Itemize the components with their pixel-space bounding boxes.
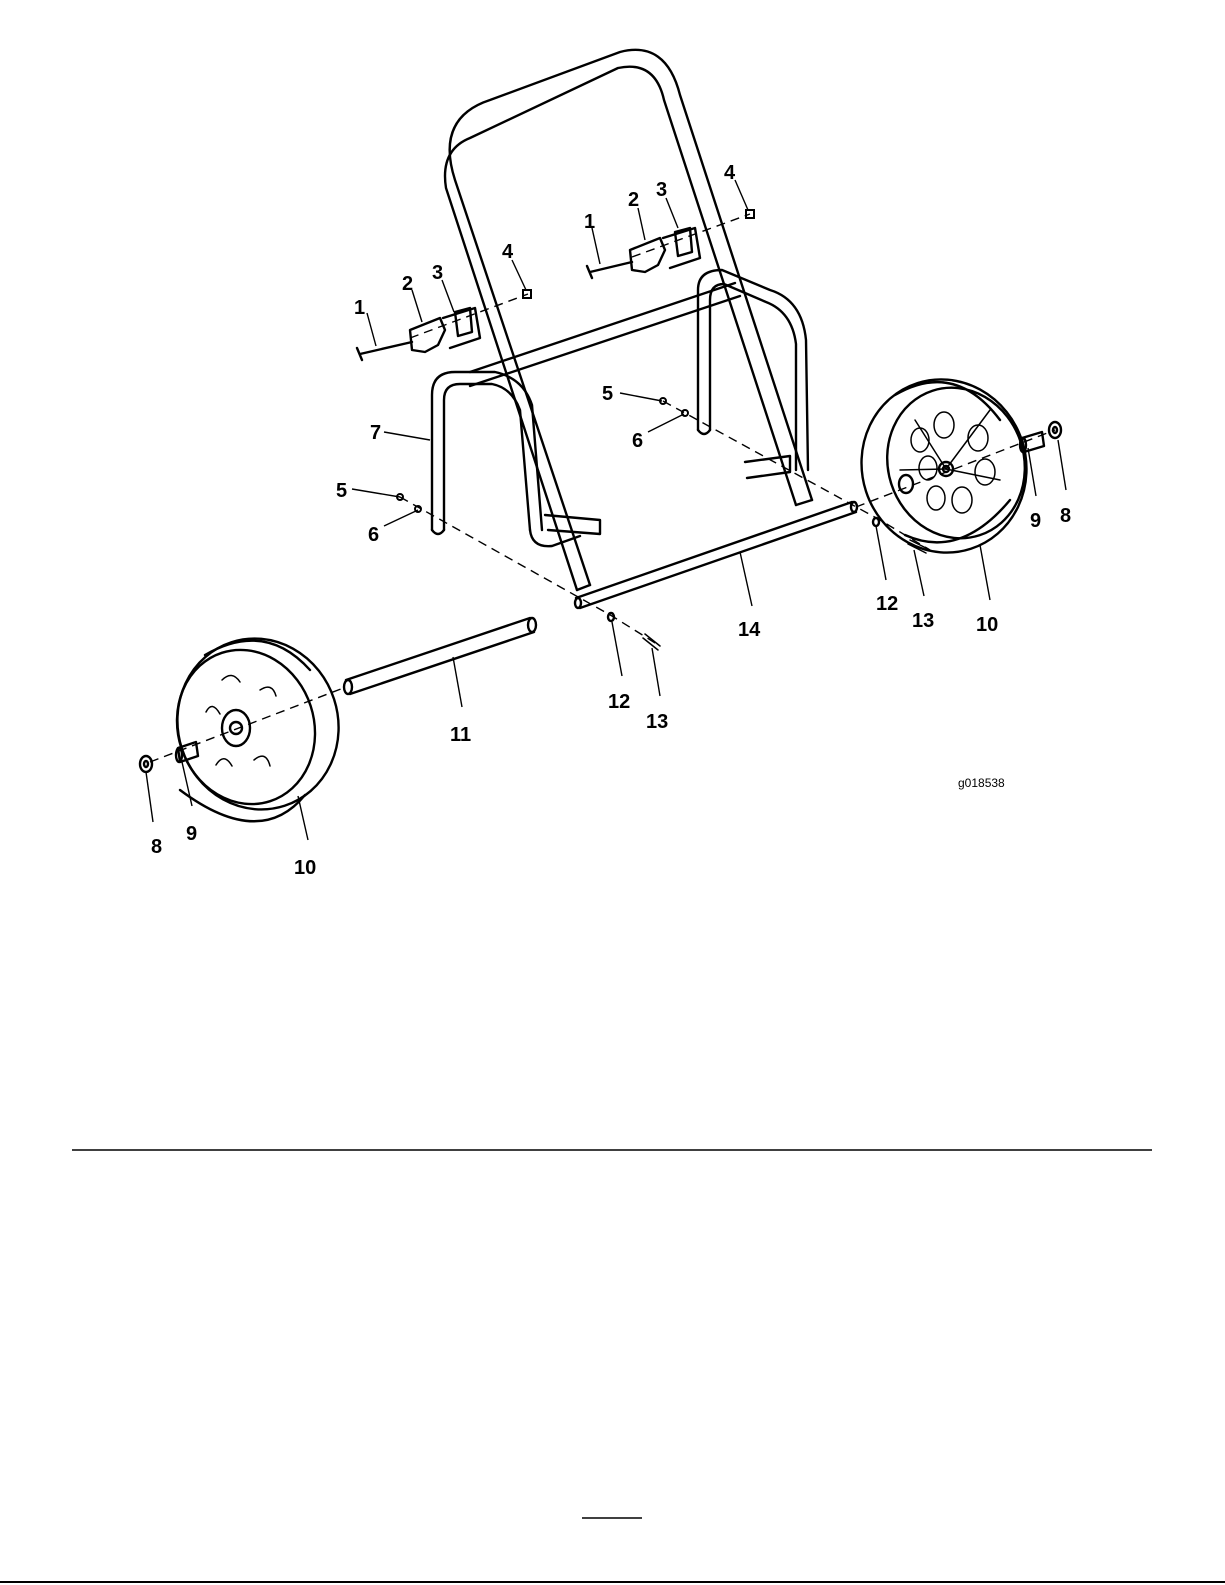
- washer-left-wheel: [140, 756, 152, 772]
- callout-1-left: 1: [354, 297, 365, 319]
- callout-6-left: 6: [368, 524, 379, 546]
- wheel-left: [155, 617, 360, 830]
- callout-1-right: 1: [584, 211, 595, 233]
- callout-7: 7: [370, 422, 381, 444]
- callout-9-left: 9: [186, 823, 197, 845]
- callout-13-right: 13: [912, 610, 934, 632]
- callout-5-right: 5: [602, 383, 613, 405]
- callout-2-right: 2: [628, 189, 639, 211]
- callout-9-right: 9: [1030, 510, 1041, 532]
- callout-2-left: 2: [402, 273, 413, 295]
- callout-11: 11: [450, 724, 471, 746]
- callout-10-right: 10: [976, 614, 998, 636]
- axis-line-latch-left: [410, 294, 528, 338]
- callout-10-left: 10: [294, 857, 316, 879]
- callout-4-left: 4: [502, 241, 514, 263]
- spacer-tube: [344, 618, 536, 694]
- callout-6-right: 6: [632, 430, 643, 452]
- callout-12-right: 12: [876, 593, 898, 615]
- callout-8-left: 8: [151, 836, 162, 858]
- callout-4-right: 4: [724, 162, 736, 184]
- callout-14: 14: [738, 619, 761, 641]
- leader-lines: [146, 180, 1066, 840]
- callouts: 1 2 3 4 1 2 3 4 5 6 5 6 7 8 9 10 11 12 1…: [151, 162, 1071, 879]
- wheel-right: [839, 358, 1049, 574]
- callout-13-left: 13: [646, 711, 668, 733]
- callout-3-left: 3: [432, 262, 443, 284]
- callout-5-left: 5: [336, 480, 347, 502]
- callout-12-left: 12: [608, 691, 630, 713]
- callout-8-right: 8: [1060, 505, 1071, 527]
- callout-3-right: 3: [656, 179, 667, 201]
- figure-id: g018538: [958, 776, 1005, 790]
- axle: [575, 502, 857, 608]
